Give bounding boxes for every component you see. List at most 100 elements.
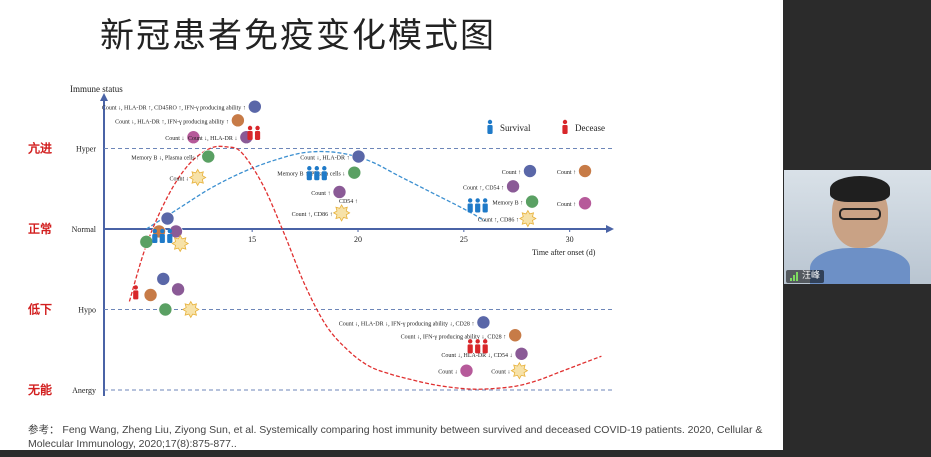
person-icon-body xyxy=(314,171,320,181)
annotation-text: Count ↓, IFN-γ producing ability ↓, CD28… xyxy=(401,334,506,340)
person-icon-head xyxy=(482,198,488,203)
cell-icon-b xyxy=(347,165,362,180)
person-icon-head xyxy=(475,198,480,203)
person-icon-body xyxy=(152,234,158,244)
person-icon-body xyxy=(133,290,139,300)
annotation-text: Count ↓, HLA-DR ↓ xyxy=(188,136,237,142)
annotation-text: Count ↑ xyxy=(502,170,521,176)
level-label-cn: 低下 xyxy=(27,302,52,317)
person-icon-head xyxy=(255,125,260,131)
y-axis-arrow xyxy=(100,93,108,101)
legend-person-icon-body xyxy=(562,125,568,134)
cell-icon-nk xyxy=(186,130,201,145)
participant-glasses xyxy=(839,208,881,220)
legend-label: Survival xyxy=(500,123,531,133)
cell-marker-b xyxy=(158,302,173,317)
cell-icon-dc xyxy=(332,204,351,222)
cell-marker-mo xyxy=(171,282,185,297)
x-tick-label: 25 xyxy=(460,235,468,244)
person-icon-body xyxy=(321,171,327,181)
series-line-survival xyxy=(145,150,486,230)
person-icon-head xyxy=(314,166,320,171)
legend-label: Decease xyxy=(575,123,605,133)
person-icon-body xyxy=(159,234,165,244)
level-label: Hypo xyxy=(78,306,96,315)
annotation-text: Count ↓ xyxy=(438,370,457,376)
participant-hair xyxy=(830,176,890,202)
annotation-text: CD54 ↑ xyxy=(339,199,358,205)
person-icon-body xyxy=(475,203,481,213)
cell-icon-cd8 xyxy=(578,164,592,178)
cell-icon-cd4 xyxy=(476,315,491,330)
annotation-text: Count ↑, CD54 ↑ xyxy=(463,185,504,191)
person-icon-body xyxy=(167,234,173,244)
person-icon-body xyxy=(482,344,488,354)
y-axis-label: Immune status xyxy=(70,84,123,94)
annotation-text: Count ↑, CD86 ↑ xyxy=(478,218,519,224)
x-tick-label: 15 xyxy=(248,235,256,244)
x-tick-label: 30 xyxy=(566,235,574,244)
annotation-text: Count ↓, HLA-DR ↑, IFN-γ producing abili… xyxy=(115,119,229,125)
annotation-text: Count ↓, HLA-DR ↓, IFN-γ producing abili… xyxy=(339,321,475,327)
cell-icon-cd4 xyxy=(523,164,537,178)
reference-citation: 参考： Feng Wang, Zheng Liu, Ziyong Sun, et… xyxy=(28,424,763,450)
person-icon-head xyxy=(307,166,312,171)
participant-name: 汪峰 xyxy=(802,271,821,281)
annotation-text: Count ↓, HLA-DR ↑, CD45RO ↑, IFN-γ produ… xyxy=(102,106,246,112)
person-icon-head xyxy=(160,228,165,234)
signal-bars-icon xyxy=(790,272,800,281)
person-icon-body xyxy=(254,131,261,141)
cell-marker-dc xyxy=(181,300,200,319)
cell-icon-cd4 xyxy=(351,149,366,164)
cell-icon-cd8 xyxy=(508,328,522,343)
level-label: Hyper xyxy=(76,145,96,154)
level-label: Normal xyxy=(72,225,97,234)
cell-marker-cd4 xyxy=(160,211,175,226)
legend-person-icon-head xyxy=(562,119,568,125)
annotation-text: Memory B ↑ xyxy=(492,201,523,207)
cell-icon-dc xyxy=(510,361,529,380)
cell-icon-mo xyxy=(506,179,520,194)
level-label: Anergy xyxy=(72,386,96,395)
person-icon-head xyxy=(152,228,157,234)
person-icon-body xyxy=(482,203,488,213)
slide-title: 新冠患者免疫变化模式图 xyxy=(100,16,496,56)
person-icon-head xyxy=(482,339,488,344)
cell-icon-dc xyxy=(519,209,537,228)
person-icon-body xyxy=(475,344,481,354)
cell-icon-b xyxy=(201,149,216,164)
series-line-decease xyxy=(128,145,602,390)
cell-marker-b xyxy=(139,235,154,249)
person-icon-head xyxy=(167,228,172,234)
person-icon-body xyxy=(247,131,253,141)
cell-marker-dc xyxy=(171,234,190,253)
participant-video[interactable]: 汪峰 xyxy=(784,170,931,284)
cell-marker-cd8 xyxy=(143,288,158,302)
annotation-text: Count ↑, CD86 ↑ xyxy=(292,212,333,218)
person-icon-head xyxy=(475,339,480,344)
cell-marker-cd4 xyxy=(156,272,171,286)
annotation-text: Memory B ↓, Plasma cells ↑ xyxy=(131,156,199,162)
cell-icon-mo xyxy=(332,185,347,199)
x-axis-arrow xyxy=(606,225,614,233)
person-icon-body xyxy=(306,171,312,181)
legend-person-icon-body xyxy=(487,125,493,134)
cell-icon-mo xyxy=(514,346,529,361)
x-axis-label: Time after onset (d) xyxy=(532,248,596,257)
person-icon-head xyxy=(322,166,327,171)
annotation-text: Count ↑ xyxy=(311,191,330,197)
person-icon-head xyxy=(467,339,473,344)
x-tick-label: 20 xyxy=(354,235,362,244)
annotation-text: Count ↑ xyxy=(557,170,576,176)
cell-icon-nk xyxy=(459,363,474,378)
cell-icon-cd8 xyxy=(231,113,245,128)
annotation-text: Count ↓, HLA-DR ↑ xyxy=(300,156,349,162)
person-icon-head xyxy=(467,198,473,203)
person-icon-body xyxy=(467,344,473,354)
person-icon-head xyxy=(133,285,138,290)
participant-name-tag: 汪峰 xyxy=(786,270,825,283)
cell-icon-cd4 xyxy=(248,99,262,114)
annotation-text: Count ↓ xyxy=(169,176,188,182)
